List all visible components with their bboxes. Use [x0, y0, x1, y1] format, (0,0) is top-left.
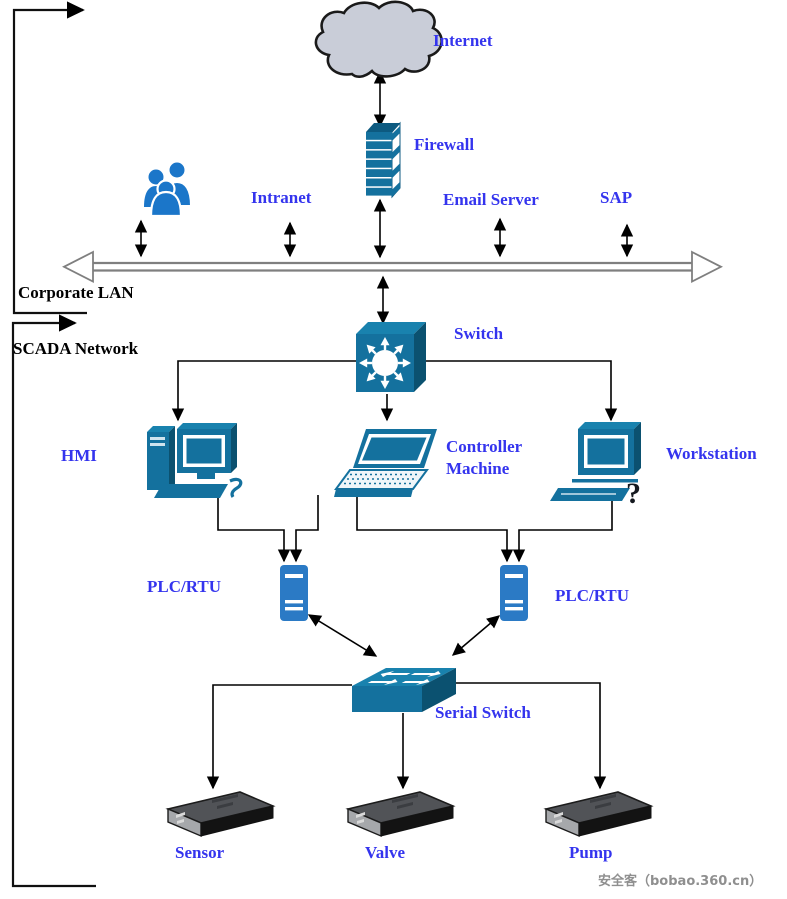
internet-cloud-icon — [314, 0, 443, 78]
plc-left-icon — [280, 565, 308, 621]
plc-right-icon — [500, 565, 528, 621]
controller-machine-label: Controller Machine — [446, 437, 522, 479]
controller-laptop-icon — [334, 429, 437, 497]
intranet-label: Intranet — [251, 188, 312, 207]
sap-label: SAP — [600, 188, 633, 207]
connector-controller-plcleft — [289, 495, 319, 563]
workstation-mouse-question-icon: ? — [626, 477, 641, 510]
pump-device-icon — [545, 791, 652, 837]
sensor-label: Sensor — [175, 843, 225, 862]
switch-icon — [356, 322, 426, 392]
hmi-mouse-icon — [229, 477, 243, 498]
serial-switch-label: Serial Switch — [435, 703, 531, 722]
connector-serialswitch-sensor — [206, 684, 352, 790]
firewall-icon — [366, 121, 401, 199]
connector-controller-plcright — [356, 495, 514, 563]
connector-serialswitch-pump — [456, 682, 607, 790]
valve-device-icon — [347, 791, 454, 837]
workstation-label: Workstation — [666, 444, 757, 463]
connector-plcright-serialswitch — [451, 615, 501, 656]
corporate-lan-bracket — [12, 1, 87, 315]
corporate-lan-bus — [62, 250, 723, 283]
scada-network-bracket — [11, 314, 96, 888]
firewall-label: Firewall — [414, 135, 475, 154]
serial-switch-icon — [352, 668, 456, 712]
hmi-computer-icon — [147, 423, 243, 498]
plc-right-label: PLC/RTU — [555, 586, 630, 605]
connector-hmi-plcleft — [217, 498, 291, 563]
workstation-computer-icon: ? — [550, 422, 641, 510]
switch-label: Switch — [454, 324, 504, 343]
pump-label: Pump — [569, 843, 613, 862]
email-server-label: Email Server — [443, 190, 539, 209]
lan-right-arrowhead — [691, 250, 723, 283]
hmi-label: HMI — [61, 446, 97, 465]
scada-network-label: SCADA Network — [13, 339, 139, 358]
connector-workstation-plcright — [512, 498, 613, 563]
plc-left-label: PLC/RTU — [147, 577, 222, 596]
valve-label: Valve — [365, 843, 405, 862]
lan-left-arrowhead — [62, 250, 94, 283]
corporate-lan-label: Corporate LAN — [18, 283, 134, 302]
connector-plcleft-serialswitch — [307, 614, 378, 657]
users-icon — [144, 160, 193, 218]
internet-label: Internet — [433, 31, 493, 50]
watermark-text: 安全客（bobao.360.cn） — [598, 874, 763, 889]
sensor-device-icon — [167, 791, 274, 837]
connector-switch-hmi — [171, 360, 356, 422]
connector-switch-workstation — [426, 360, 618, 422]
